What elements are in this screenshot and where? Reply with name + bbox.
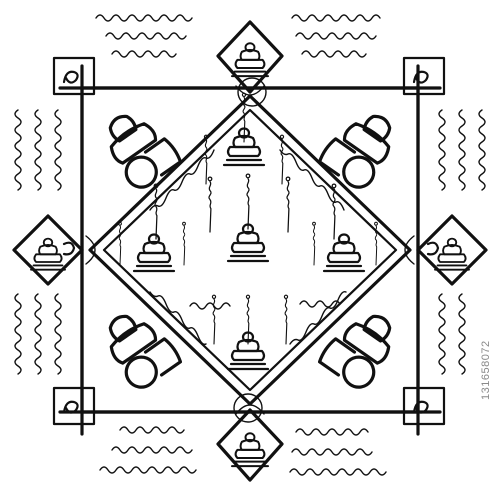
central-diamond [85, 77, 415, 423]
buddha-seat-icon-left [132, 233, 176, 273]
edge-diamond-top [216, 20, 284, 94]
inscription-diamond-edges [149, 149, 347, 346]
inscription-left-upper [14, 109, 62, 191]
corner-box-bottom-left [52, 386, 96, 426]
inscription-right-upper [438, 109, 486, 191]
inscription-right-lower [438, 293, 466, 375]
inscription-left-lower [14, 293, 62, 375]
inscription-top-left [95, 14, 193, 58]
unalom-row-bottom [211, 294, 289, 345]
corner-box-bottom-right [402, 386, 446, 426]
corner-box-top-right [402, 56, 446, 96]
inscription-bottom-right [289, 428, 387, 476]
stupa-icon-bottom-right [315, 300, 406, 395]
unalom-row-top [203, 92, 285, 185]
outer-frame [58, 64, 442, 436]
inscription-top-right [291, 14, 381, 58]
buddha-seat-icon-center [226, 223, 270, 263]
edge-diamond-left [12, 214, 84, 286]
inscription-bottom-left [99, 426, 197, 474]
stupa-icon-top-right [315, 100, 406, 195]
stupa-icon-top-left [94, 100, 185, 195]
corner-box-top-left [52, 56, 96, 96]
stupa-icon-bottom-left [94, 300, 185, 395]
stock-id-label: 131658072 [480, 340, 492, 400]
edge-diamond-bottom [216, 408, 284, 482]
edge-diamond-right [416, 214, 488, 286]
buddha-seat-icon-right [322, 233, 366, 273]
